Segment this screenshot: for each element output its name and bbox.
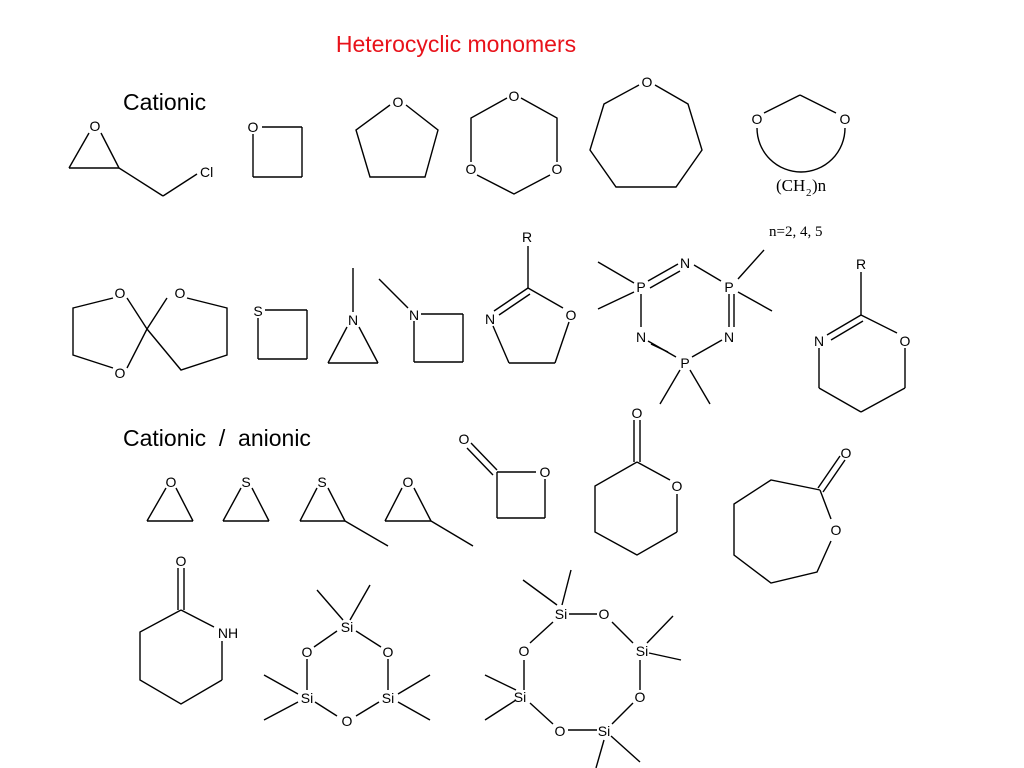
atom-label: Si <box>636 643 648 659</box>
atom-label: N <box>348 312 358 328</box>
atom-label: O <box>552 161 563 177</box>
propylene-sulfide-structure: S <box>299 474 389 547</box>
cyclotetrasiloxane-structure: Si Si Si Si O O O O <box>484 569 682 768</box>
oxetane-structure: O <box>248 119 303 178</box>
atom-label: P <box>680 355 689 371</box>
atom-label: NH <box>218 625 238 641</box>
atom-label: O <box>599 606 610 622</box>
slide-title: Heterocyclic monomers <box>335 31 577 57</box>
atom-label: N <box>485 311 495 327</box>
atom-label: S <box>253 303 262 319</box>
atom-label: O <box>115 285 126 301</box>
spiro-orthocarbonate-structure: O O O <box>72 285 228 381</box>
atom-label: N <box>409 307 419 323</box>
valerolactone-structure: O O <box>594 405 683 556</box>
atom-label: O <box>900 333 911 349</box>
oxazine-structure: R N O <box>814 256 911 413</box>
atom-label: O <box>383 644 394 660</box>
atom-label: O <box>342 713 353 729</box>
atom-label: O <box>840 111 851 127</box>
atom-label: S <box>317 474 326 490</box>
atom-label: N <box>724 329 734 345</box>
atom-label: Si <box>382 690 394 706</box>
atom-label: N <box>636 329 646 345</box>
trioxane-structure: O O O <box>466 88 563 195</box>
epichlorohydrin-structure: O Cl <box>68 118 213 197</box>
oxazoline-structure: R N O <box>485 229 577 364</box>
atom-label: O <box>466 161 477 177</box>
atom-label: O <box>175 285 186 301</box>
atom-label: O <box>115 365 126 381</box>
atom-label: O <box>90 118 101 134</box>
polyether-tail-label: )n <box>812 176 827 195</box>
atom-label: Si <box>341 619 353 635</box>
atom-label: P <box>724 279 733 295</box>
atom-label: Si <box>598 723 610 739</box>
polyether-ch-label: (CH <box>776 176 805 195</box>
atom-label: P <box>636 279 645 295</box>
atom-label: Cl <box>200 164 213 180</box>
n-methylaziridine-structure: N <box>327 268 379 364</box>
cyclotriphosphazene-structure: P P P N N N <box>597 249 773 405</box>
atom-label: O <box>302 644 313 660</box>
cyclic-formal-structure: O O (CH 2 )n n=2, 4, 5 <box>752 94 851 240</box>
atom-label: O <box>635 689 646 705</box>
atom-label: O <box>166 474 177 490</box>
atom-label: O <box>403 474 414 490</box>
atom-label: O <box>566 307 577 323</box>
atom-label: Si <box>514 689 526 705</box>
atom-label: R <box>856 256 866 272</box>
tetrahydrofuran-structure: O <box>355 94 439 178</box>
atom-label: O <box>248 119 259 135</box>
section-label-cationic: Cationic <box>123 89 207 115</box>
cyclotrisiloxane-structure: Si Si Si O O O <box>263 584 431 729</box>
valerolactam-structure: O NH <box>139 553 238 705</box>
n-methylazetidine-structure: N <box>378 278 464 363</box>
propylene-oxide-structure: O <box>384 474 474 547</box>
ethylene-oxide-structure: O <box>146 474 194 522</box>
atom-label: O <box>841 445 852 461</box>
atom-label: O <box>752 111 763 127</box>
atom-label: Si <box>301 690 313 706</box>
atom-label: R <box>522 229 532 245</box>
atom-label: O <box>459 431 470 447</box>
atom-label: Si <box>555 606 567 622</box>
atom-label: O <box>176 553 187 569</box>
polyether-n-note: n=2, 4, 5 <box>769 224 822 240</box>
atom-label: O <box>672 478 683 494</box>
thiirane-structure: S <box>222 474 270 522</box>
thietane-structure: S <box>253 303 308 360</box>
atom-label: O <box>555 723 566 739</box>
propiolactone-structure: O O <box>459 431 551 519</box>
atom-label: O <box>540 464 551 480</box>
caprolactone-structure: O O <box>733 445 852 584</box>
atom-label: N <box>680 255 690 271</box>
section-label-cationic-anionic: Cationic / anionic <box>123 425 311 451</box>
atom-label: O <box>519 643 530 659</box>
atom-label: N <box>814 333 824 349</box>
polyether-subscript: 2 <box>806 187 812 199</box>
oxepane-structure: O <box>589 74 703 188</box>
atom-label: O <box>632 405 643 421</box>
atom-label: S <box>241 474 250 490</box>
atom-label: O <box>642 74 653 90</box>
atom-label: O <box>509 88 520 104</box>
atom-label: O <box>393 94 404 110</box>
atom-label: O <box>831 522 842 538</box>
